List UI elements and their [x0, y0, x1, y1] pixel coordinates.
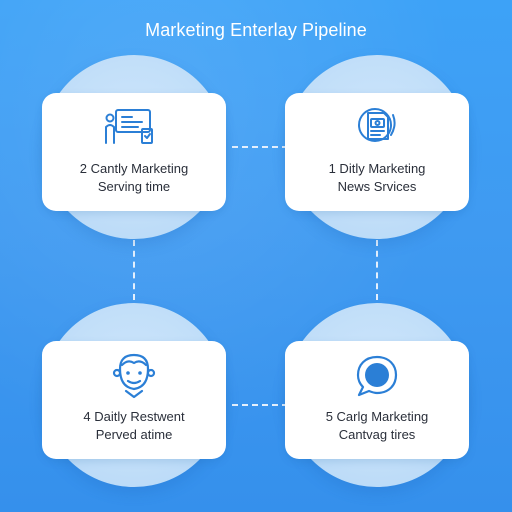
connector-right	[376, 240, 378, 300]
connector-left	[133, 240, 135, 300]
connector-bottom	[232, 404, 288, 406]
document-money-icon	[353, 105, 401, 149]
node-label-secondary: News Srvices	[337, 179, 417, 194]
node-label-primary: 5 Carlg Marketing	[325, 409, 429, 424]
node-card: 5 Carlg Marketing Cantvag tires	[285, 341, 469, 459]
node-label-primary: 4 Daitly Restwent	[83, 409, 185, 424]
node-card: 4 Daitly Restwent Perved atime	[42, 341, 226, 459]
node-label-secondary: Serving time	[97, 179, 171, 194]
connector-top	[232, 146, 288, 148]
node-label-secondary: Perved atime	[95, 427, 173, 442]
presentation-board-icon	[102, 107, 166, 147]
node-label-primary: 2 Cantly Marketing	[79, 161, 189, 176]
node-label-secondary: Cantvag tires	[338, 427, 416, 442]
node-card: 1 Ditly Marketing News Srvices	[285, 93, 469, 211]
node-card: 2 Cantly Marketing Serving time	[42, 93, 226, 211]
chat-bubble-icon	[352, 353, 402, 399]
person-face-icon	[108, 351, 160, 401]
node-label-primary: 1 Ditly Marketing	[328, 161, 426, 176]
diagram-title: Marketing Enterlay Pipeline	[145, 20, 367, 40]
